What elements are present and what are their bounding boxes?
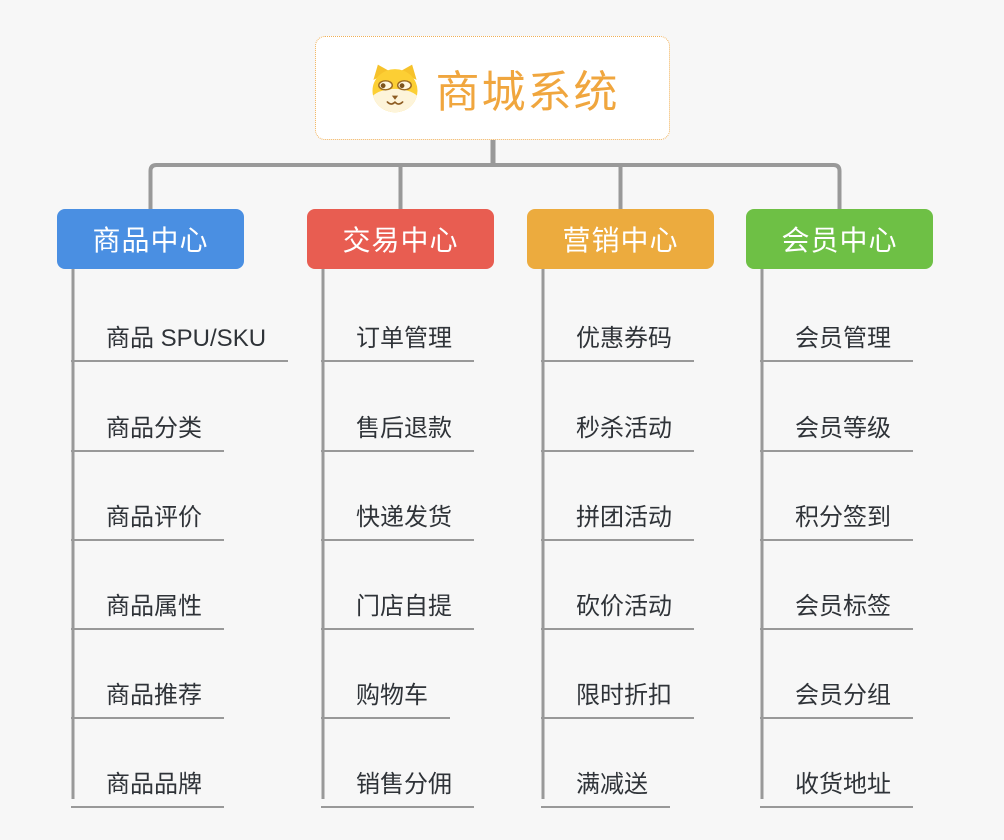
leaf-item-label: 拼团活动 <box>576 504 672 531</box>
leaf-item-label: 优惠券码 <box>576 325 672 352</box>
leaf-item-member-center-5[interactable]: 会员分组 <box>760 662 913 719</box>
leaf-item-trade-center-3[interactable]: 快递发货 <box>321 484 474 541</box>
leaf-item-label: 商品 SPU/SKU <box>106 325 267 352</box>
leaf-item-marketing-center-1[interactable]: 优惠券码 <box>541 305 694 362</box>
branch-label: 会员中心 <box>781 225 898 256</box>
branch-node-trade-center[interactable]: 交易中心 <box>307 209 494 269</box>
leaf-item-product-center-3[interactable]: 商品评价 <box>71 484 224 541</box>
leaf-item-marketing-center-3[interactable]: 拼团活动 <box>541 484 694 541</box>
leaf-item-label: 会员标签 <box>795 593 891 620</box>
leaf-item-marketing-center-4[interactable]: 砍价活动 <box>541 573 694 630</box>
leaf-item-member-center-1[interactable]: 会员管理 <box>760 305 913 362</box>
leaf-item-member-center-2[interactable]: 会员等级 <box>760 395 913 452</box>
branch-node-marketing-center[interactable]: 营销中心 <box>527 209 714 269</box>
leaf-item-marketing-center-5[interactable]: 限时折扣 <box>541 662 694 719</box>
leaf-item-label: 积分签到 <box>795 504 891 531</box>
leaf-item-label: 商品分类 <box>106 415 202 442</box>
leaf-item-trade-center-5[interactable]: 购物车 <box>321 662 450 719</box>
leaf-item-label: 限时折扣 <box>576 682 672 709</box>
leaf-item-product-center-5[interactable]: 商品推荐 <box>71 662 224 719</box>
leaf-item-label: 售后退款 <box>356 415 452 442</box>
leaf-item-label: 会员管理 <box>795 325 891 352</box>
leaf-item-marketing-center-6[interactable]: 满减送 <box>541 751 670 808</box>
branch-label: 营销中心 <box>562 225 679 256</box>
leaf-item-label: 商品评价 <box>106 504 202 531</box>
leaf-item-label: 购物车 <box>356 682 428 709</box>
branch-node-product-center[interactable]: 商品中心 <box>57 209 244 269</box>
leaf-item-label: 秒杀活动 <box>576 415 672 442</box>
root-title: 商城系统 <box>435 68 620 117</box>
leaf-item-label: 满减送 <box>576 771 648 798</box>
leaf-item-label: 收货地址 <box>795 771 891 798</box>
leaf-item-label: 快递发货 <box>356 504 452 531</box>
leaf-item-label: 会员分组 <box>795 682 891 709</box>
leaf-item-product-center-6[interactable]: 商品品牌 <box>71 751 224 808</box>
leaf-item-product-center-2[interactable]: 商品分类 <box>71 395 224 452</box>
branch-node-member-center[interactable]: 会员中心 <box>746 209 933 269</box>
leaf-item-member-center-3[interactable]: 积分签到 <box>760 484 913 541</box>
leaf-item-label: 门店自提 <box>356 593 452 620</box>
leaf-item-product-center-1[interactable]: 商品 SPU/SKU <box>71 305 289 362</box>
leaf-item-label: 砍价活动 <box>576 593 672 620</box>
leaf-item-marketing-center-2[interactable]: 秒杀活动 <box>541 395 694 452</box>
leaf-item-product-center-4[interactable]: 商品属性 <box>71 573 224 630</box>
leaf-item-label: 会员等级 <box>795 415 891 442</box>
branch-label: 交易中心 <box>342 225 459 256</box>
leaf-item-member-center-4[interactable]: 会员标签 <box>760 573 913 630</box>
leaf-item-label: 销售分佣 <box>356 771 452 798</box>
leaf-item-trade-center-2[interactable]: 售后退款 <box>321 395 474 452</box>
leaf-item-trade-center-6[interactable]: 销售分佣 <box>321 751 474 808</box>
leaf-item-trade-center-1[interactable]: 订单管理 <box>321 305 474 362</box>
leaf-item-label: 商品属性 <box>106 593 202 620</box>
leaf-item-member-center-6[interactable]: 收货地址 <box>760 751 913 808</box>
branch-label: 商品中心 <box>92 225 209 256</box>
dog-face-icon <box>372 64 417 113</box>
leaf-item-trade-center-4[interactable]: 门店自提 <box>321 573 474 630</box>
leaf-item-label: 商品品牌 <box>106 771 202 798</box>
root-node[interactable]: 商城系统 <box>315 36 670 140</box>
leaf-item-label: 订单管理 <box>356 325 452 352</box>
leaf-item-label: 商品推荐 <box>106 682 202 709</box>
